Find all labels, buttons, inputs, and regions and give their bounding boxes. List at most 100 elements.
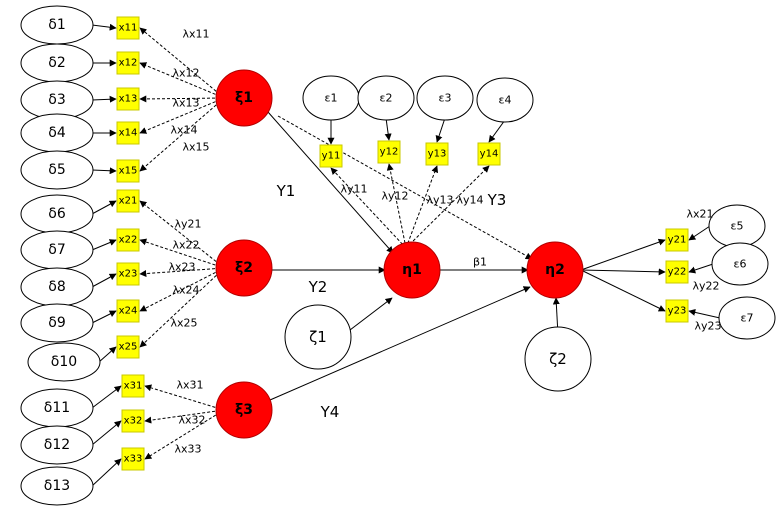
error-ellipse bbox=[416, 75, 474, 121]
indicator-box bbox=[116, 87, 140, 111]
latent-label: ξ3 bbox=[235, 402, 253, 418]
error-arrow bbox=[91, 200, 117, 215]
loading-label: λy14 bbox=[456, 194, 483, 207]
error-label: δ9 bbox=[48, 315, 65, 331]
latent-label: ξ2 bbox=[235, 260, 253, 276]
gamma-label: Y1 bbox=[276, 182, 296, 200]
indicator-label: y12 bbox=[380, 147, 399, 158]
error-delta: δ9 bbox=[20, 303, 94, 343]
disturbance-ellipse bbox=[284, 304, 352, 370]
indicator-label: x15 bbox=[119, 166, 138, 177]
indicator-x: x13 bbox=[116, 87, 140, 111]
error-label: ε3 bbox=[439, 92, 452, 105]
loading-label: λy22 bbox=[692, 280, 719, 293]
error-label: ε4 bbox=[499, 94, 512, 107]
error-delta: δ2 bbox=[20, 43, 94, 83]
indicator-y: y12 bbox=[377, 140, 401, 164]
loading-label: λy23 bbox=[694, 320, 721, 333]
loading-arrow bbox=[580, 238, 666, 271]
indicator-label: x11 bbox=[119, 23, 138, 34]
indicator-label: x23 bbox=[119, 269, 138, 280]
gamma-label: Y4 bbox=[320, 403, 340, 421]
loading-arrow bbox=[139, 271, 221, 348]
indicator-box bbox=[665, 228, 689, 252]
indicator-y: y21 bbox=[665, 228, 689, 252]
indicator-label: x21 bbox=[119, 196, 138, 207]
indicator-label: x25 bbox=[119, 342, 138, 353]
path-gamma3 bbox=[277, 115, 533, 260]
loading-arrow bbox=[139, 200, 221, 266]
indicator-label: y22 bbox=[668, 267, 687, 278]
latent-exogenous: ξ3 bbox=[215, 381, 273, 439]
loading-arrow bbox=[139, 267, 221, 278]
loading-arrow bbox=[139, 99, 221, 134]
indicator-box bbox=[116, 159, 140, 183]
indicator-label: x12 bbox=[119, 58, 138, 69]
indicator-box bbox=[121, 447, 145, 471]
indicator-box bbox=[319, 144, 343, 168]
indicator-label: x32 bbox=[124, 416, 143, 427]
indicator-x: x25 bbox=[116, 335, 140, 359]
loading-label: λy12 bbox=[381, 190, 408, 203]
latent-circle bbox=[215, 239, 273, 297]
beta-label: β1 bbox=[473, 256, 487, 269]
loading-arrow bbox=[330, 167, 407, 249]
error-label: δ12 bbox=[44, 437, 70, 453]
disturbance-label: ζ2 bbox=[549, 350, 567, 368]
error-label: ε5 bbox=[731, 220, 744, 233]
error-label: δ10 bbox=[51, 354, 77, 370]
indicator-x: x31 bbox=[121, 374, 145, 398]
path-arrows bbox=[91, 23, 721, 487]
error-delta: δ3 bbox=[20, 80, 94, 120]
error-arrow bbox=[91, 273, 117, 288]
loading-label: λx11 bbox=[182, 28, 209, 41]
loading-label: λx22 bbox=[172, 239, 199, 252]
error-arrow bbox=[91, 167, 117, 175]
indicator-y: y22 bbox=[665, 260, 689, 284]
indicator-label: y13 bbox=[428, 149, 447, 160]
latent-circle bbox=[215, 69, 273, 127]
indicator-box bbox=[116, 228, 140, 252]
error-delta: δ6 bbox=[20, 194, 94, 234]
error-ellipse bbox=[711, 242, 769, 286]
error-epsilon: ε6 bbox=[711, 242, 769, 286]
indicator-x: x23 bbox=[116, 262, 140, 286]
error-label: δ5 bbox=[48, 162, 65, 178]
indicator-x: x33 bbox=[121, 447, 145, 471]
indicator-x: x24 bbox=[116, 299, 140, 323]
error-epsilon: ε7 bbox=[718, 296, 776, 340]
error-epsilon: ε2 bbox=[357, 75, 415, 121]
indicator-box bbox=[665, 260, 689, 284]
error-label: δ7 bbox=[48, 242, 65, 258]
disturbance-ellipse bbox=[524, 326, 592, 392]
error-label: δ8 bbox=[48, 279, 65, 295]
error-ellipse bbox=[476, 77, 534, 123]
indicator-x: x14 bbox=[116, 121, 140, 145]
error-label: ε2 bbox=[380, 92, 393, 105]
error-arrow bbox=[91, 239, 117, 251]
indicator-y: y14 bbox=[477, 142, 501, 166]
indicator-box bbox=[665, 299, 689, 323]
error-arrow bbox=[688, 308, 721, 319]
latent-label: η2 bbox=[545, 262, 565, 278]
error-ellipse bbox=[20, 303, 94, 343]
loading-arrow bbox=[144, 384, 221, 410]
disturbance-arrow bbox=[349, 297, 393, 331]
indicator-box bbox=[116, 16, 140, 40]
latent-label: η1 bbox=[402, 262, 422, 278]
loading-arrow bbox=[139, 62, 221, 97]
loading-label: λx31 bbox=[176, 379, 203, 392]
indicator-x: x15 bbox=[116, 159, 140, 183]
error-label: ε1 bbox=[325, 92, 338, 105]
path-gamma1 bbox=[267, 111, 394, 254]
error-label: δ6 bbox=[48, 206, 66, 222]
indicator-box bbox=[121, 374, 145, 398]
error-arrow bbox=[435, 117, 446, 143]
error-label: δ13 bbox=[44, 478, 70, 494]
error-arrow bbox=[91, 458, 122, 487]
loading-arrow bbox=[580, 268, 666, 276]
loading-label: λx33 bbox=[174, 443, 201, 456]
loading-arrow bbox=[139, 101, 221, 172]
gamma-label: Y2 bbox=[308, 278, 328, 296]
